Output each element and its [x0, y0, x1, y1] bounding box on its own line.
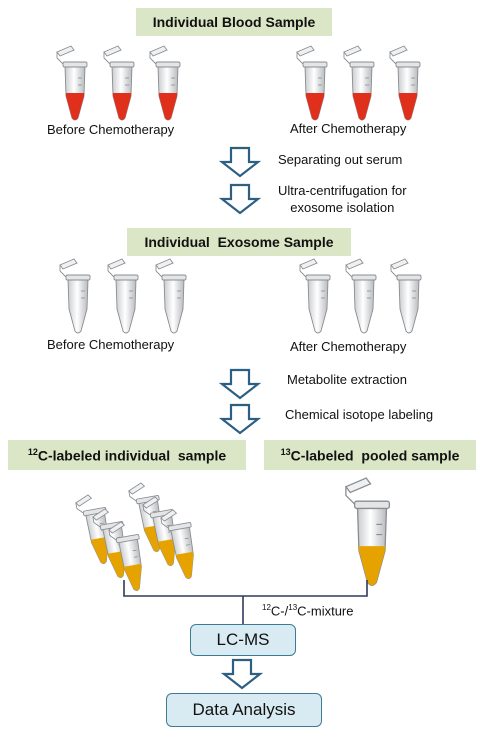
exosome-tube-before-2: [107, 258, 139, 334]
before-chemo-label-1: Before Chemotherapy: [47, 122, 175, 137]
c12-labeled-tube-3: [108, 521, 142, 591]
exosome-sample-banner: Individual Exosome Sample: [127, 228, 351, 256]
arrow-down-4: [218, 403, 262, 435]
mixture-mid: C-/: [270, 603, 289, 619]
arrow-down-1: [218, 146, 262, 178]
blood-tube-before-2: [103, 45, 135, 121]
c13-sup: 13: [280, 446, 291, 457]
blood-tube-before-3: [149, 45, 181, 121]
blood-tube-before-1: [56, 45, 88, 121]
step-metabolite-extraction: Metabolite extraction: [287, 372, 407, 387]
mixture-sup2: 13: [288, 603, 298, 612]
arrow-down-2: [218, 183, 262, 215]
data-analysis-label: Data Analysis: [192, 700, 296, 719]
exosome-tube-before-1: [59, 258, 91, 334]
arrow-down-5: [220, 658, 264, 690]
c13-labeled-label: 13C-labeled pooled sample: [281, 447, 460, 464]
step-ultracentrifugation-line2: exosome isolation: [290, 200, 395, 215]
c13-labeled-banner: 13C-labeled pooled sample: [264, 440, 476, 470]
c12-labeled-tube-6: [160, 509, 194, 579]
lcms-label: LC-MS: [216, 630, 270, 649]
c12-text: C-labeled individual sample: [37, 447, 227, 464]
mixture-label: 12C-/13C-mixture: [262, 603, 354, 618]
exosome-tube-after-1: [299, 258, 331, 334]
after-chemo-label-1: After Chemotherapy: [290, 121, 407, 136]
c12-labeled-label: 12C-labeled individual sample: [28, 447, 226, 464]
c13-pooled-tube: [344, 477, 391, 586]
exosome-tube-after-3: [390, 258, 422, 334]
exosome-sample-title: Individual Exosome Sample: [144, 234, 334, 250]
mixture-sup1: 12: [262, 603, 271, 612]
step-ultracentrifugation-line1: Ultra-centrifugation for: [278, 183, 407, 198]
step-ultracentrifugation: Ultra-centrifugation for exosome isolati…: [278, 182, 407, 216]
mixture-tail: C-mixture: [297, 603, 354, 619]
data-analysis-box: Data Analysis: [166, 693, 322, 727]
lcms-box: LC-MS: [190, 624, 296, 656]
before-chemo-label-2: Before Chemotherapy: [47, 337, 175, 352]
c13-text: C-labeled pooled sample: [290, 447, 460, 464]
c12-labeled-banner: 12C-labeled individual sample: [8, 440, 246, 470]
exosome-tube-before-3: [155, 258, 187, 334]
blood-sample-title: Individual Blood Sample: [152, 14, 316, 30]
mixture-bracket: [123, 580, 368, 597]
c12-sup: 12: [27, 446, 38, 457]
exosome-tube-after-2: [345, 258, 377, 334]
blood-sample-banner: Individual Blood Sample: [136, 8, 332, 36]
arrow-down-3: [218, 368, 262, 400]
step-separating-serum: Separating out serum: [278, 152, 403, 167]
step-isotope-labeling: Chemical isotope labeling: [285, 407, 434, 422]
after-chemo-label-2: After Chemotherapy: [290, 339, 407, 354]
blood-tube-after-3: [389, 45, 421, 121]
blood-tube-after-2: [343, 45, 375, 121]
blood-tube-after-1: [296, 45, 328, 121]
